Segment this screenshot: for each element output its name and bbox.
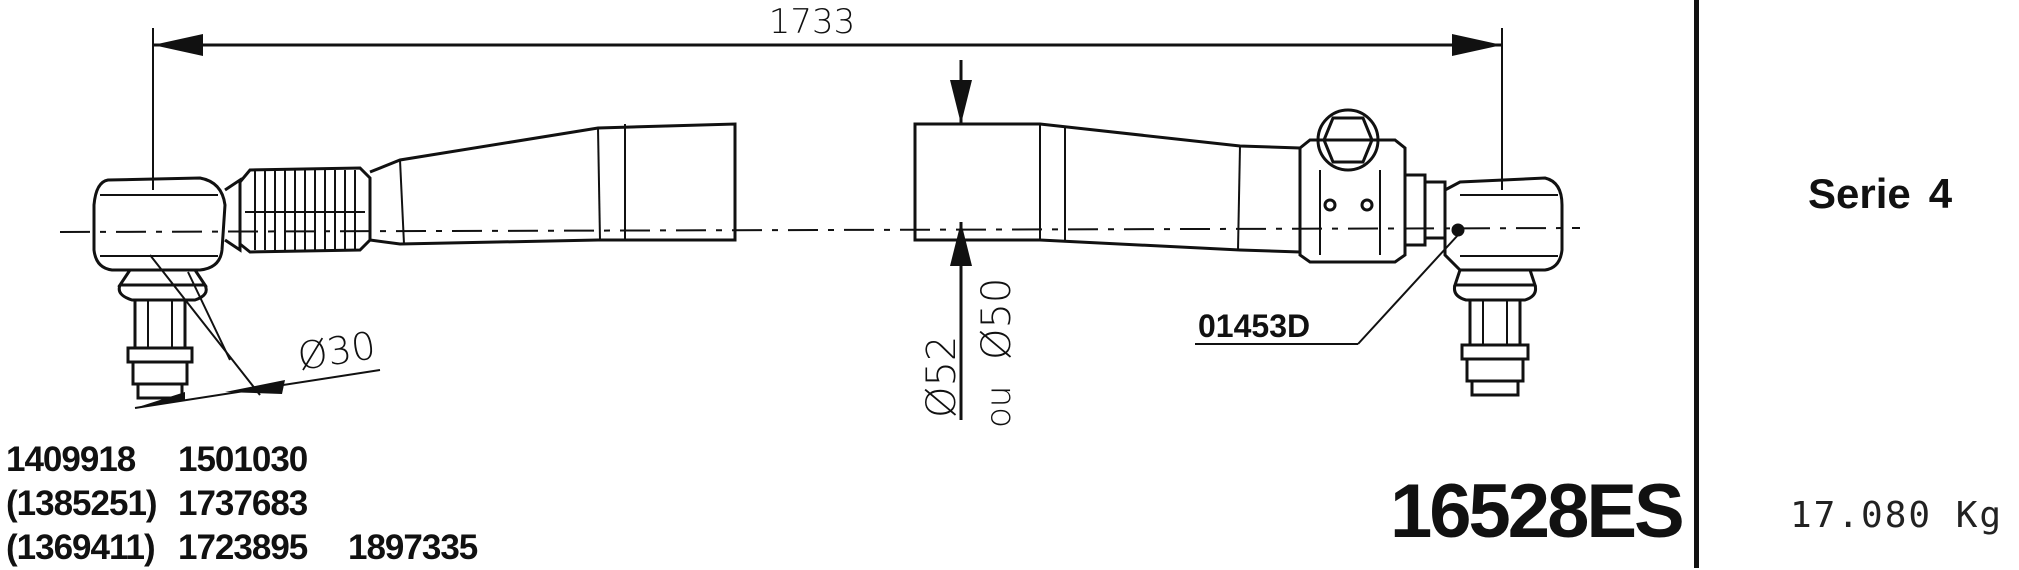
diameter-50-label: Ø50 — [974, 278, 1020, 360]
left-ball-joint — [92, 176, 242, 400]
series-text: Serie — [1808, 170, 1911, 217]
reference-numbers: 1409918 1501030 (1385251) 1737683 (13694… — [6, 438, 478, 570]
clamp-part-label: 01453D — [1198, 308, 1310, 344]
tube-diameter-dimension: Ø52 ou Ø50 — [919, 60, 1020, 428]
length-dimension: 1733 — [152, 2, 1503, 190]
reference-number: (1385251) — [6, 484, 158, 523]
diameter-52-label: Ø52 — [919, 336, 965, 418]
reference-number: 1409918 — [6, 440, 136, 479]
reference-row: (1385251) 1737683 — [6, 482, 477, 526]
vertical-divider — [1694, 0, 1699, 568]
weight-label: 17.080 Kg — [1790, 495, 2004, 536]
left-tube — [369, 122, 737, 246]
length-dimension-label: 1733 — [769, 2, 856, 42]
reference-row: 1409918 1501030 — [6, 438, 477, 482]
diameter-30-label: Ø30 — [295, 323, 379, 379]
right-tube — [913, 122, 1301, 254]
tie-rod-drawing: 1733 — [59, 2, 1581, 428]
reference-number: 1737683 — [178, 484, 308, 523]
reference-number: 1501030 — [178, 440, 308, 479]
reference-row: (1369411) 1723895 1897335 — [6, 526, 478, 570]
diameter-or-label: ou — [979, 386, 1019, 428]
series-label: Serie 4 — [1808, 170, 1952, 218]
left-bellows — [238, 166, 372, 254]
reference-number: (1369411) — [6, 528, 156, 567]
reference-number: 1723895 — [178, 528, 308, 567]
reference-number: 1897335 — [348, 528, 478, 567]
series-number: 4 — [1928, 170, 1953, 217]
clamp — [1298, 108, 1447, 264]
part-number: 16528ES — [1390, 469, 1685, 554]
center-line — [59, 227, 1581, 233]
clamp-part-leader: 01453D — [1195, 234, 1459, 345]
right-ball-joint — [1443, 176, 1564, 397]
